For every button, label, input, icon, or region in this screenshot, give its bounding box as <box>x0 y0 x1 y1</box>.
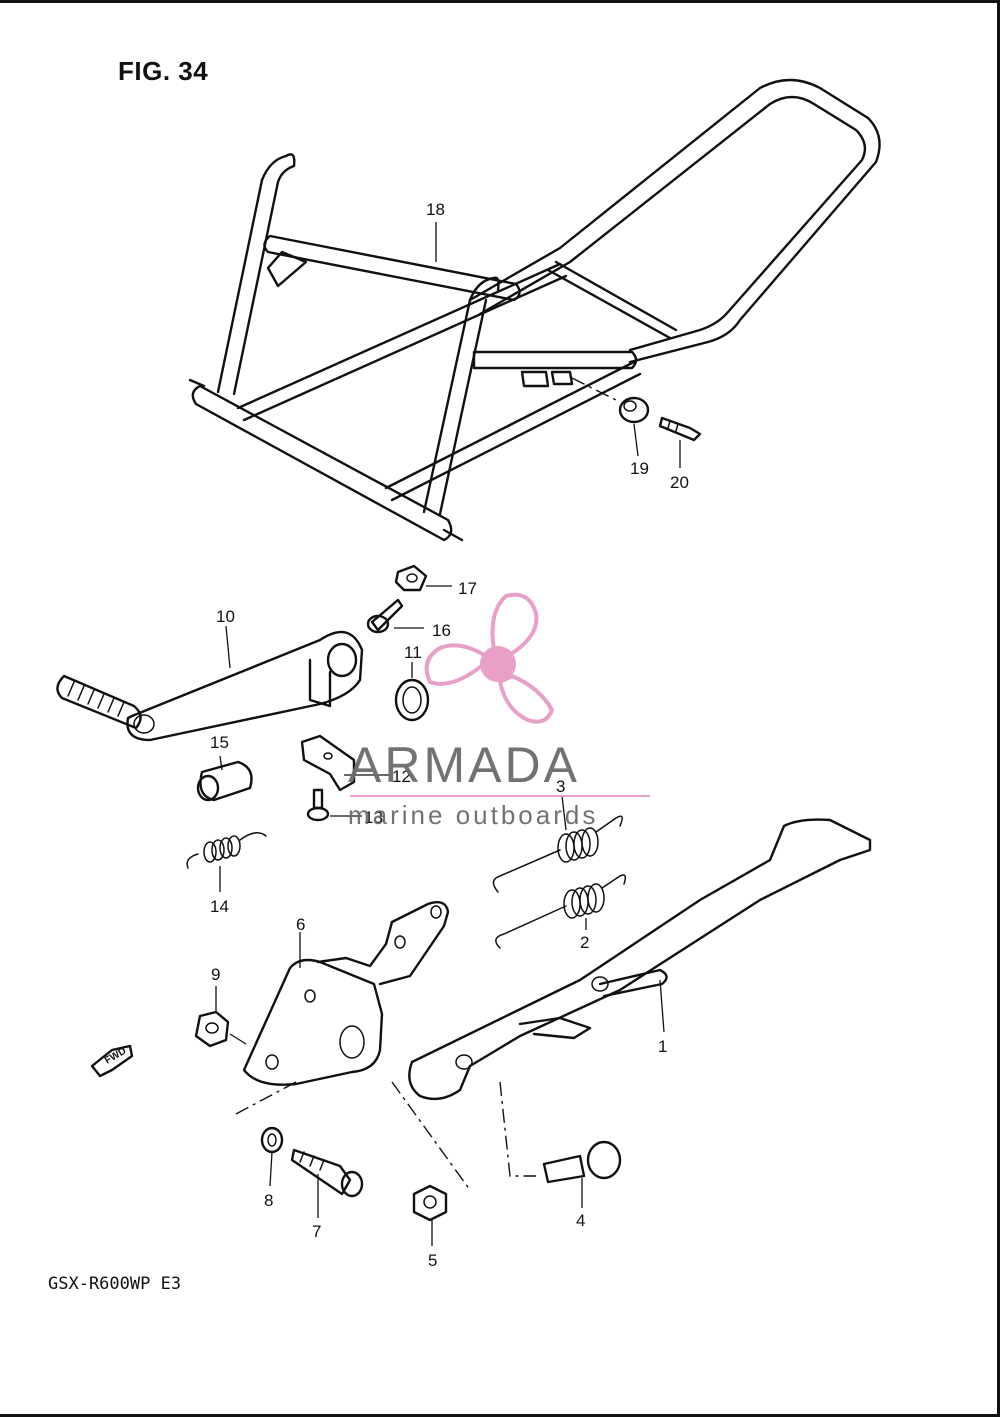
callout-12: 12 <box>392 767 411 786</box>
callout-2: 2 <box>580 933 589 952</box>
callout-labels: 1 2 3 4 5 6 7 8 9 10 11 12 13 14 15 16 1… <box>210 200 689 1270</box>
side-stand-1 <box>408 818 872 1101</box>
callout-19: 19 <box>630 459 649 478</box>
center-stand-frame <box>188 78 881 542</box>
stand-bolt-20 <box>658 416 702 442</box>
screw-13 <box>306 788 330 822</box>
callout-20: 20 <box>670 473 689 492</box>
switch-bracket-12 <box>300 734 356 792</box>
pivot-bolt-4 <box>542 1140 622 1184</box>
washer-8 <box>260 1126 284 1154</box>
callout-3: 3 <box>556 777 565 796</box>
stand-lever-10 <box>56 630 364 742</box>
nut-5 <box>412 1184 448 1222</box>
fwd-label: FWD <box>103 1046 128 1067</box>
frame-border-bottom <box>0 1414 1000 1417</box>
callout-9: 9 <box>211 965 220 984</box>
spring-2 <box>495 874 627 949</box>
watermark-tagline: marine outboards <box>348 800 598 830</box>
figure-title: FIG. 34 <box>118 56 209 86</box>
armada-watermark: ARMADA marine outboards <box>348 592 650 830</box>
callout-18: 18 <box>426 200 445 219</box>
callout-8: 8 <box>264 1191 273 1210</box>
stand-bracket-6 <box>242 901 450 1086</box>
callout-5: 5 <box>428 1251 437 1270</box>
nut-9 <box>194 1010 230 1048</box>
propeller-icon <box>424 592 555 724</box>
spacer-15 <box>196 760 253 802</box>
watermark-brand: ARMADA <box>348 737 580 793</box>
lever-bolt-16 <box>366 598 404 634</box>
callout-15: 15 <box>210 733 229 752</box>
callout-10: 10 <box>216 607 235 626</box>
stand-collar-19 <box>618 396 650 424</box>
lever-nut-17 <box>394 564 428 592</box>
spring-14 <box>186 832 267 869</box>
frame-border-right <box>997 0 1000 1417</box>
model-code: GSX-R600WP E3 <box>48 1274 182 1294</box>
bolt-7 <box>290 1148 364 1198</box>
callout-14: 14 <box>210 897 229 916</box>
frame-border-top <box>0 0 1000 3</box>
callout-6: 6 <box>296 915 305 934</box>
callout-1: 1 <box>658 1037 667 1056</box>
callout-4: 4 <box>576 1211 585 1230</box>
callout-13: 13 <box>364 808 383 827</box>
callout-17: 17 <box>458 579 477 598</box>
leader-lines <box>215 222 681 1246</box>
callout-7: 7 <box>312 1222 321 1241</box>
spring-3 <box>492 815 623 893</box>
callout-11: 11 <box>404 643 422 662</box>
callout-16: 16 <box>432 621 451 640</box>
fwd-direction-marker: FWD <box>90 1044 134 1078</box>
washer-11 <box>394 678 430 722</box>
